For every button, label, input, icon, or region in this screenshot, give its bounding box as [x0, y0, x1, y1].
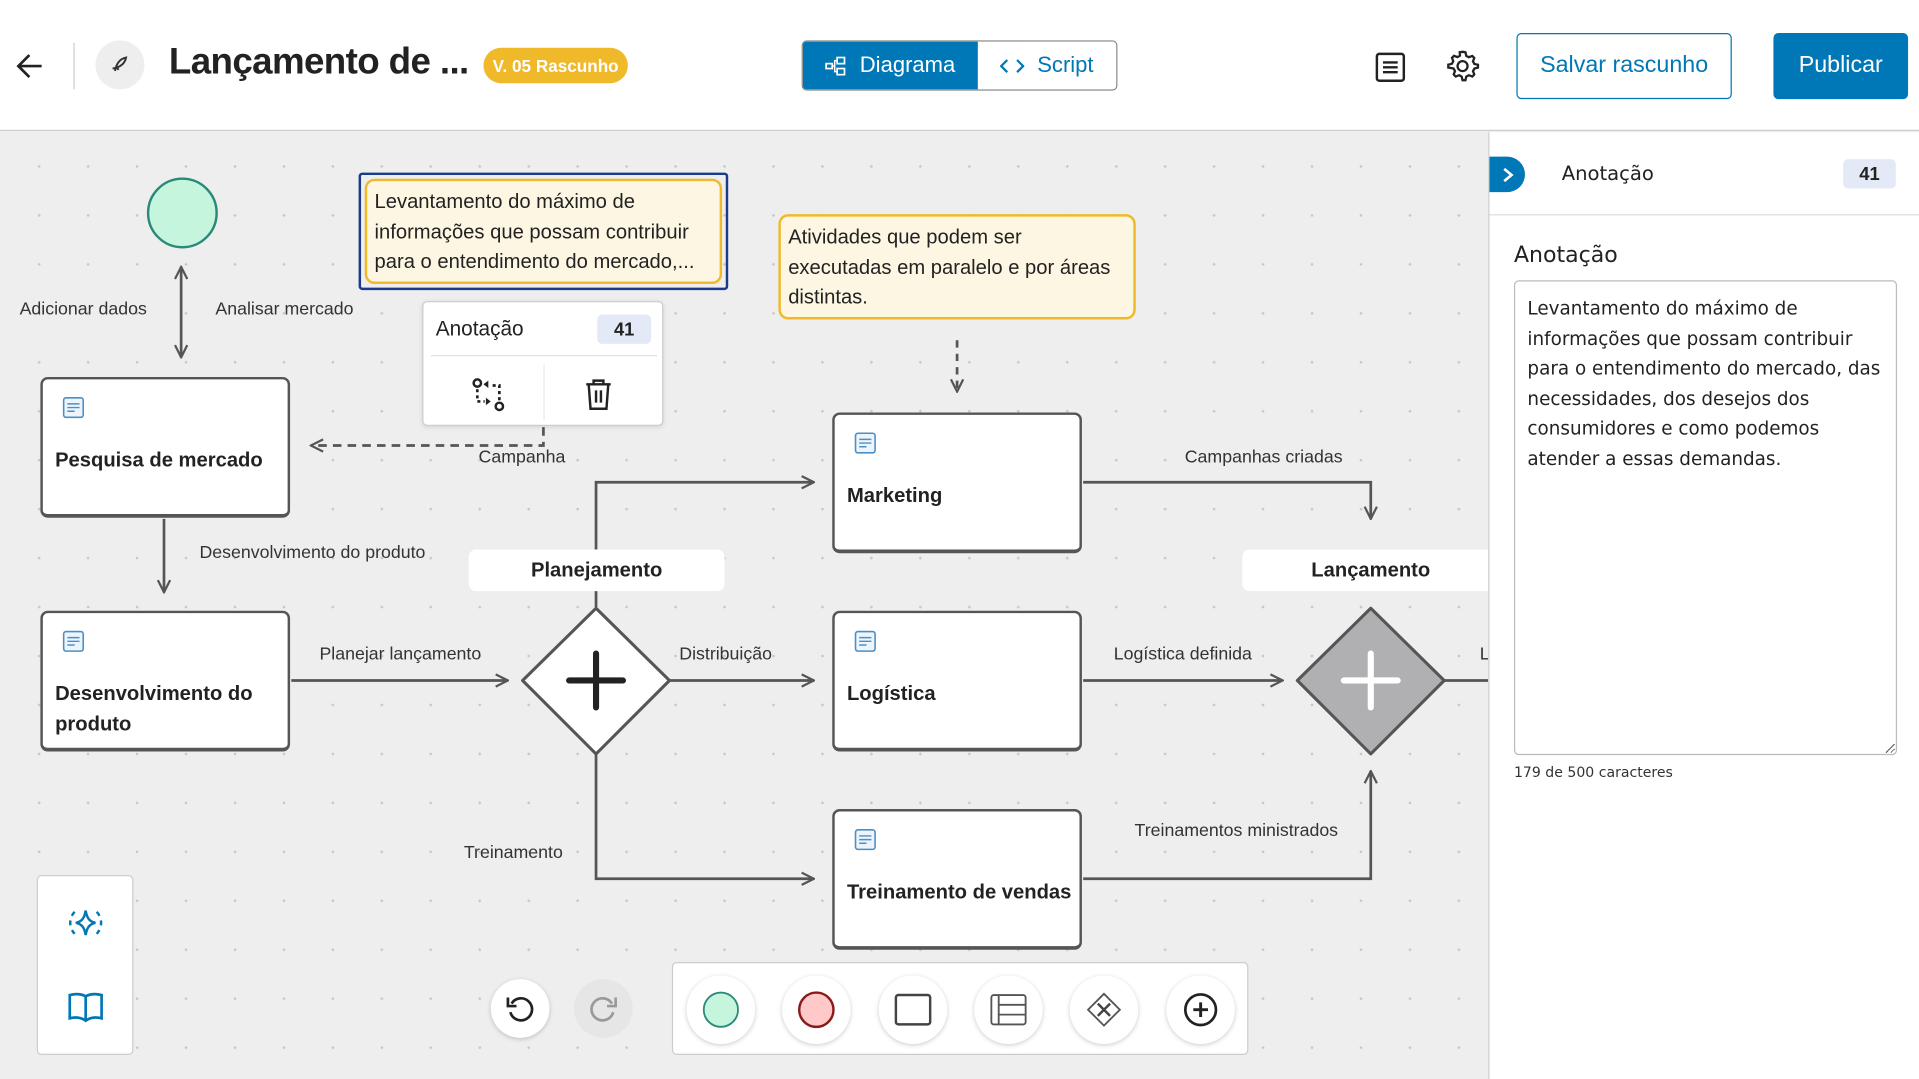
tab-diagram-label: Diagrama — [859, 52, 956, 78]
end-event-icon — [797, 991, 835, 1029]
edge-label: Analisar mercado — [215, 299, 354, 320]
edge-training-launch — [1083, 771, 1371, 881]
trash-icon[interactable] — [584, 378, 613, 411]
task-label: Marketing — [846, 484, 943, 507]
add-circle-icon — [1184, 993, 1218, 1027]
element-palette — [671, 961, 1249, 1056]
plus-icon — [1340, 650, 1401, 711]
annotation-parallel[interactable]: Atividades que podem ser executadas em p… — [778, 214, 1136, 320]
task-form-icon — [854, 630, 876, 652]
diagram-edges — [146, 177, 1489, 1079]
edge-label: Campanhas criadas — [1184, 447, 1343, 468]
annotation-field-label: Anotação — [1513, 242, 1618, 269]
task-market-research[interactable]: Pesquisa de mercado — [40, 376, 291, 518]
edge-label: Treinamentos ministrados — [1134, 821, 1339, 841]
version-badge: V. 05 Rascunho — [483, 47, 628, 84]
side-tools — [36, 875, 134, 1056]
task-label: Pesquisa de mercado — [55, 449, 263, 472]
palette-end-event[interactable] — [782, 975, 851, 1044]
panel-header-title: Anotação — [1561, 161, 1654, 185]
divider — [1489, 214, 1919, 216]
save-draft-button[interactable]: Salvar rascunho — [1516, 33, 1732, 100]
tab-script[interactable]: Script — [977, 41, 1117, 90]
rocket-icon — [112, 56, 128, 72]
edge-marketing-launch — [1083, 480, 1371, 519]
gateway-planning[interactable] — [521, 606, 672, 756]
char-count: 179 de 500 caracteres — [1513, 763, 1673, 781]
annotation-text: Levantamento do máximo de informações qu… — [364, 178, 723, 284]
edge-label: L — [1480, 645, 1489, 665]
publish-button[interactable]: Publicar — [1773, 33, 1909, 100]
view-switch: Diagrama Script — [801, 40, 1118, 91]
chevron-right-icon — [1502, 167, 1514, 182]
task-form-icon — [62, 396, 85, 419]
annotation-selected[interactable]: Levantamento do máximo de informações qu… — [358, 172, 729, 291]
palette-task[interactable] — [878, 975, 948, 1044]
book-icon[interactable] — [67, 991, 104, 1023]
task-logistics[interactable]: Logística — [832, 610, 1082, 752]
association-campaign — [311, 427, 545, 445]
edge-label: Campanha — [478, 447, 566, 468]
tab-diagram[interactable]: Diagrama — [802, 41, 978, 90]
start-event[interactable] — [146, 177, 218, 249]
task-form-icon — [854, 432, 876, 454]
task-product-development[interactable]: Desenvolvimento do produto — [40, 610, 291, 752]
gear-icon[interactable] — [1445, 49, 1480, 83]
edge-planning-training — [594, 753, 814, 879]
ai-sparkle-icon[interactable] — [66, 903, 105, 942]
plus-icon — [566, 650, 627, 711]
undo-button[interactable] — [490, 979, 550, 1038]
edge-label: Planejar lançamento — [319, 644, 482, 665]
element-context-popup: Anotação 41 — [422, 301, 664, 426]
gateway-label-planning: Planejamento — [468, 549, 725, 592]
task-form-icon — [62, 630, 85, 652]
task-form-icon — [854, 829, 876, 851]
task-label: Desenvolvimento do produto — [55, 682, 253, 735]
tab-script-label: Script — [1037, 52, 1094, 78]
edge-label: Treinamento — [463, 843, 563, 863]
properties-panel: Anotação 41 Anotação 179 de 500 caracter… — [1488, 132, 1919, 1079]
palette-pool[interactable] — [974, 975, 1043, 1044]
edge-label: Logística definida — [1113, 644, 1252, 665]
code-icon — [1000, 58, 1025, 73]
divider — [543, 364, 545, 420]
gateway-label-launch: Lançamento — [1242, 549, 1489, 592]
swap-connection-icon[interactable] — [470, 376, 509, 415]
back-arrow-icon[interactable] — [15, 51, 47, 80]
top-bar: Lançamento de ... V. 05 Rascunho Diagram… — [0, 0, 1919, 131]
divider — [430, 354, 658, 357]
palette-exclusive-gateway[interactable] — [1069, 975, 1139, 1044]
divider — [73, 42, 75, 90]
diagram-icon — [825, 56, 846, 75]
start-event-icon — [702, 991, 739, 1028]
annotation-textarea[interactable] — [1513, 280, 1898, 756]
document-list-icon[interactable] — [1374, 51, 1406, 83]
palette-more[interactable] — [1166, 975, 1235, 1044]
process-avatar — [95, 40, 145, 90]
pool-lane-icon — [990, 994, 1027, 1026]
diagram-canvas[interactable]: Adicionar dados Analisar mercado Campanh… — [0, 132, 1489, 1079]
task-label: Treinamento de vendas — [846, 881, 1072, 904]
edge-label: Adicionar dados — [19, 299, 147, 320]
palette-start-event[interactable] — [686, 975, 756, 1044]
popup-title: Anotação — [435, 316, 524, 341]
edge-label: Distribuição — [679, 644, 772, 665]
undo-icon — [506, 996, 534, 1022]
redo-button[interactable] — [574, 979, 633, 1038]
task-marketing[interactable]: Marketing — [832, 412, 1082, 554]
gateway-launch[interactable] — [1295, 606, 1446, 756]
task-label: Logística — [846, 682, 936, 705]
page-title: Lançamento de ... — [168, 41, 469, 83]
task-sales-training[interactable]: Treinamento de vendas — [832, 808, 1082, 950]
redo-icon — [590, 996, 617, 1022]
exclusive-gateway-icon — [1086, 992, 1122, 1027]
edge-label: Desenvolvimento do produto — [199, 543, 426, 563]
task-icon — [894, 993, 932, 1026]
collapse-panel-button[interactable] — [1489, 156, 1525, 193]
popup-count-badge: 41 — [597, 314, 652, 344]
panel-count-badge: 41 — [1843, 159, 1896, 189]
